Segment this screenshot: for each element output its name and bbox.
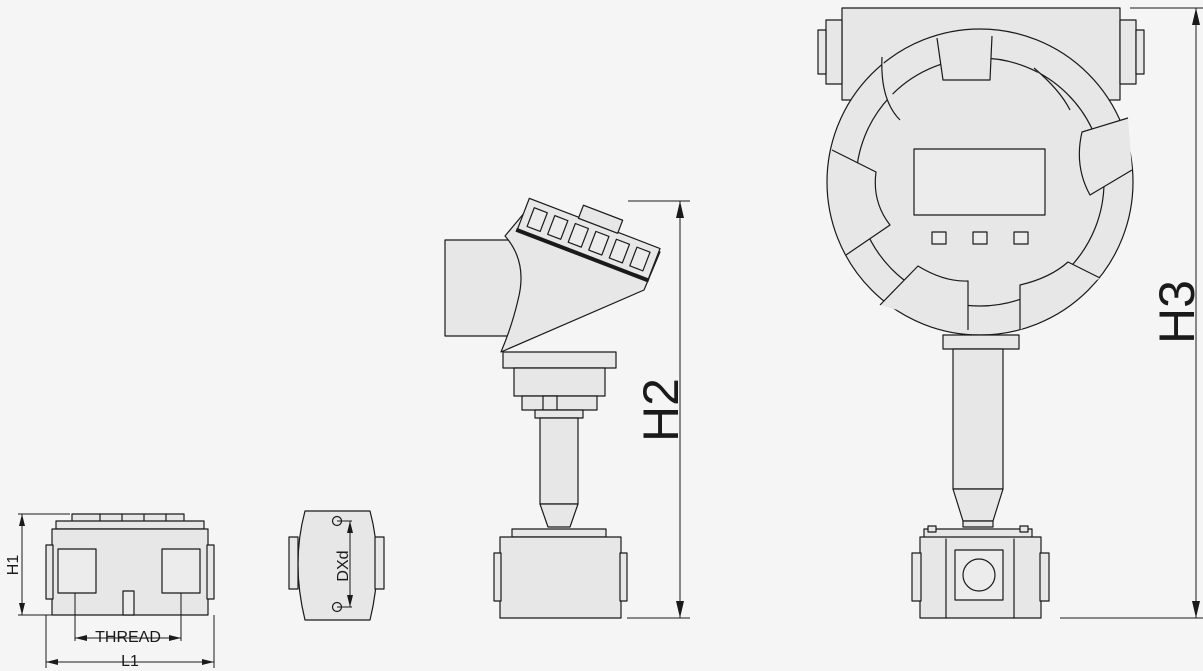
body-side-view: H1 THREAD L1	[5, 513, 215, 670]
dxd-label: DXd	[335, 550, 352, 581]
h3-label: H3	[1149, 280, 1203, 344]
h2-label: H2	[633, 378, 689, 442]
display-transmitter: H3	[817, 7, 1203, 619]
junction-head-transmitter: H2	[444, 197, 690, 619]
l1-label: L1	[121, 653, 139, 670]
thread-label: THREAD	[95, 629, 161, 646]
h1-label: H1	[5, 555, 22, 576]
flange-end-view: DXd	[288, 510, 385, 621]
